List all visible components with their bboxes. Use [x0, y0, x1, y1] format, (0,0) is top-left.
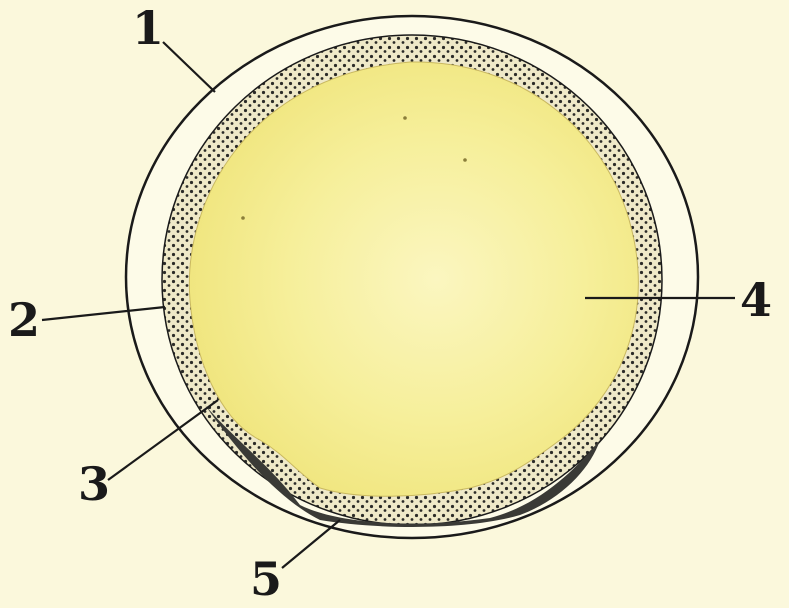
callout-label-3: 3 — [78, 457, 110, 511]
yolk-speck — [403, 116, 407, 120]
callout-label-2: 2 — [8, 293, 40, 347]
callout-label-5: 5 — [250, 552, 282, 606]
yolk — [189, 62, 638, 496]
leader-line-1 — [163, 42, 215, 92]
callout-label-4: 4 — [740, 273, 772, 327]
leader-line-5 — [282, 520, 340, 568]
callout-label-1: 1 — [132, 1, 164, 55]
yolk-speck — [463, 158, 467, 162]
yolk-speck — [241, 216, 245, 220]
